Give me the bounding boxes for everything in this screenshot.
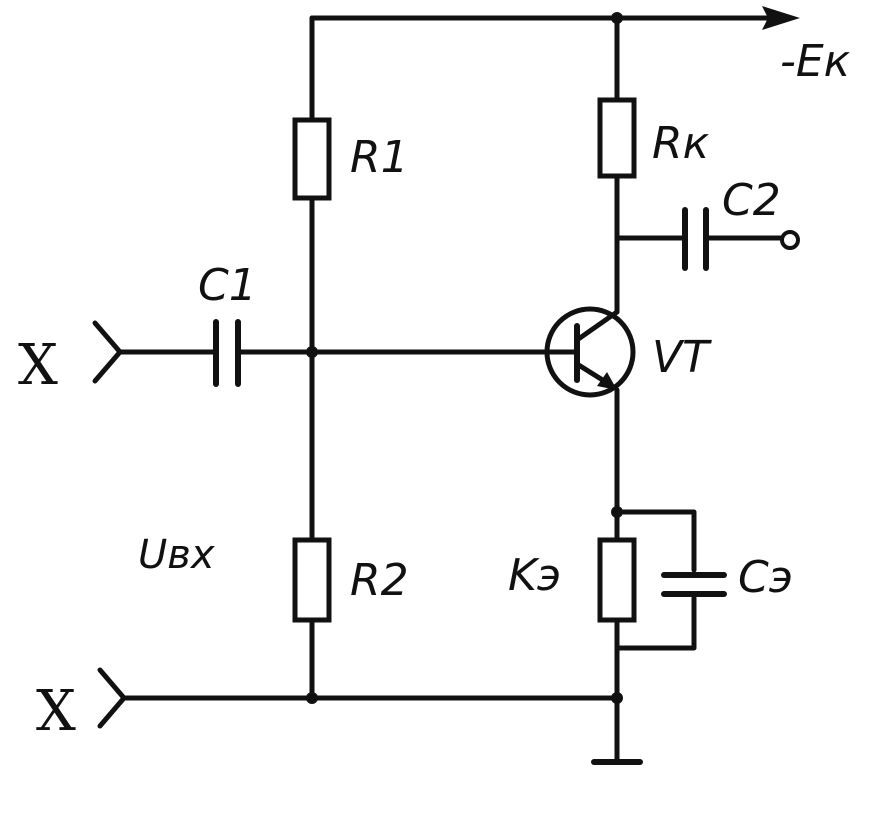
- junction-dot: [306, 692, 318, 704]
- resistor-re: [597, 537, 637, 623]
- ce-label: Cэ: [738, 552, 793, 603]
- re-label: Kэ: [508, 550, 561, 601]
- c2-label: C2: [722, 175, 781, 226]
- resistor-r2: [292, 537, 332, 623]
- supply-arrow-icon: [762, 6, 800, 30]
- divider-branch: [292, 15, 332, 701]
- resistor-r1: [292, 117, 332, 201]
- input-line: [92, 319, 580, 387]
- output-terminal-icon: [780, 230, 800, 250]
- junction-dot: [611, 692, 623, 704]
- emitter-arrow-icon: [597, 372, 617, 390]
- input-voltage-label: Uвх: [138, 532, 215, 578]
- supply-label: -Eк: [780, 36, 851, 87]
- resistor-rk: [597, 97, 637, 179]
- supply-rail: [309, 6, 800, 30]
- c1-label: C1: [198, 260, 257, 311]
- vt-label: VT: [652, 332, 712, 383]
- collector-branch: [597, 15, 800, 315]
- common-line: [97, 667, 623, 729]
- emitter-branch: [591, 387, 727, 765]
- transistor-vt: [544, 306, 636, 398]
- input-terminal-bottom: X: [36, 679, 76, 744]
- rk-label: Rк: [652, 118, 710, 169]
- input-terminal-top: X: [18, 333, 58, 398]
- r1-label: R1: [350, 132, 409, 183]
- r2-label: R2: [350, 555, 409, 606]
- junction-dot: [306, 346, 318, 358]
